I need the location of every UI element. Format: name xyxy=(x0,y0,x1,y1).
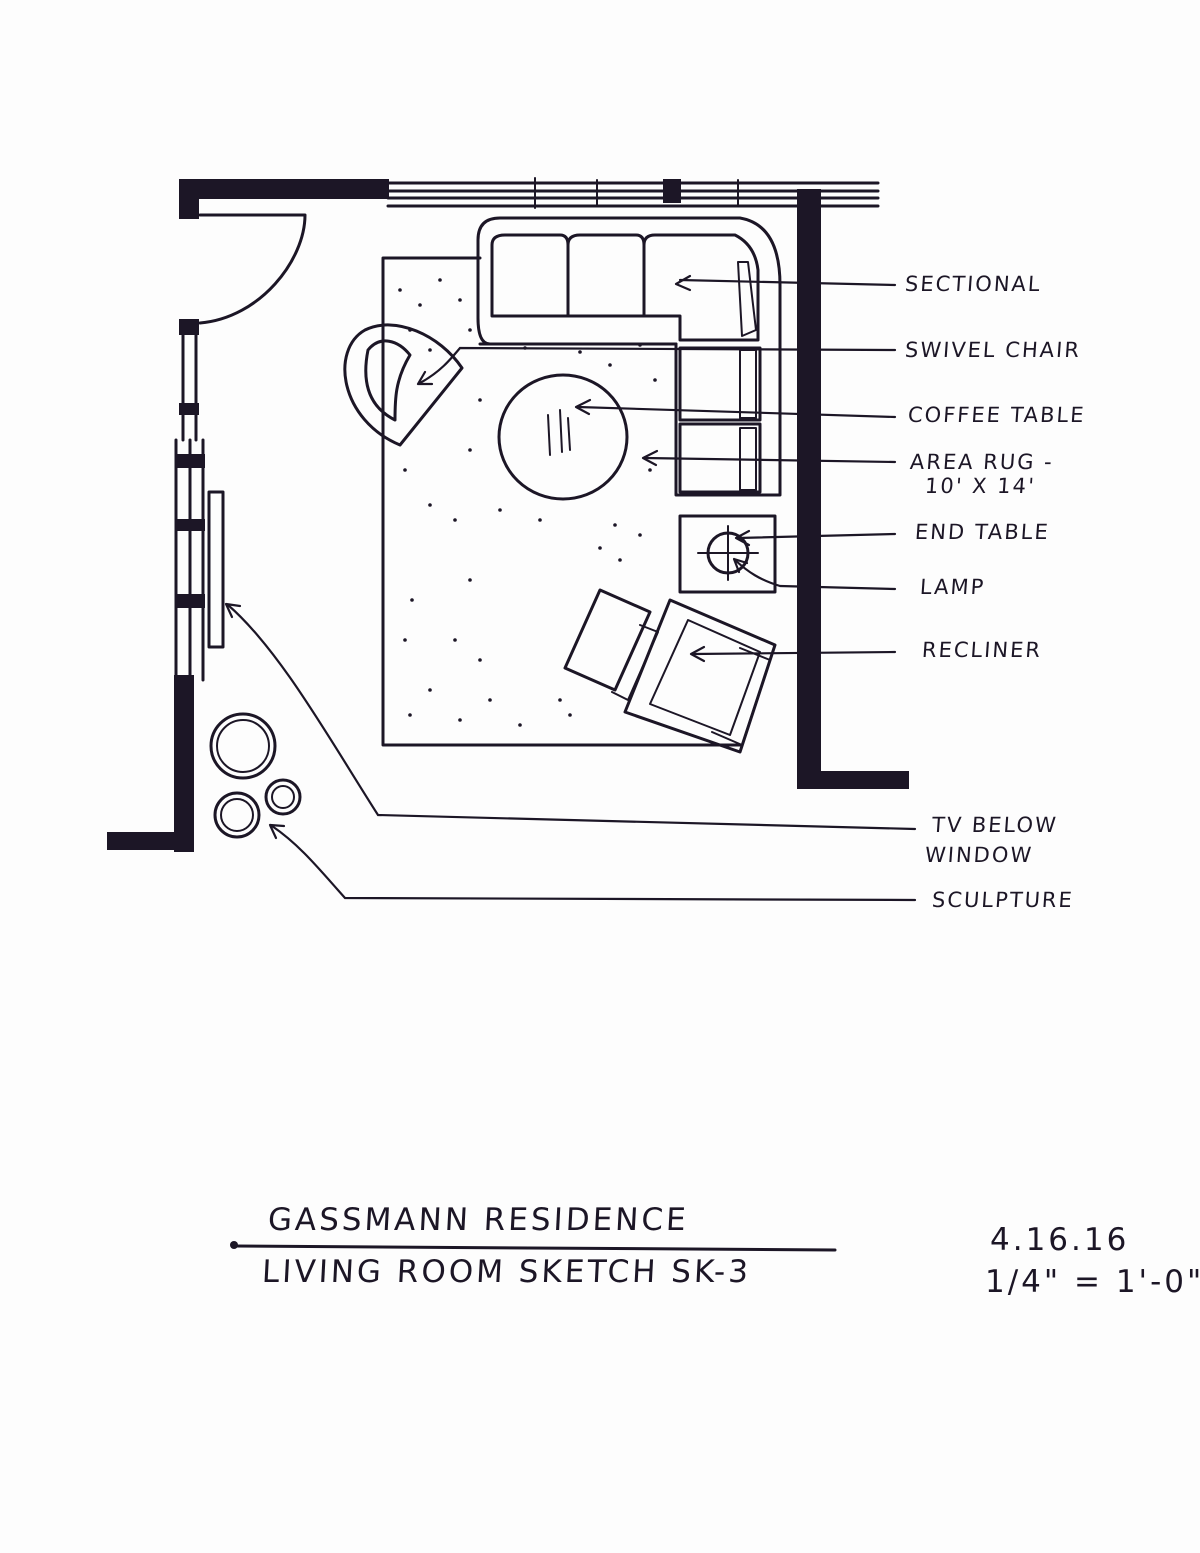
label-lamp: LAMP xyxy=(919,575,987,599)
coffee-table xyxy=(497,373,629,501)
label-end-table: END TABLE xyxy=(914,520,1051,544)
recliner xyxy=(623,598,777,754)
label-sectional: SECTIONAL xyxy=(904,272,1043,296)
label-tv-window: WINDOW xyxy=(924,843,1034,867)
label-sculpture: SCULPTURE xyxy=(931,888,1075,912)
top-wall xyxy=(179,177,880,209)
sheet-scale: 1/4" = 1'-0" xyxy=(985,1264,1200,1300)
left-wall xyxy=(107,195,205,852)
label-tv-below: TV BELOW xyxy=(931,813,1059,837)
swivel-chair xyxy=(343,323,464,447)
label-swivel-chair: SWIVEL CHAIR xyxy=(904,338,1082,362)
label-coffee-table: COFFEE TABLE xyxy=(907,403,1087,427)
end-table xyxy=(678,514,777,594)
recliner-footrest xyxy=(563,588,659,701)
sheet-title: LIVING ROOM SKETCH SK-3 xyxy=(261,1254,752,1290)
lamp xyxy=(697,525,759,581)
title-block xyxy=(230,1241,837,1252)
door-swing xyxy=(198,213,307,325)
leader-lines xyxy=(224,274,917,902)
sheet-date: 4.16.16 xyxy=(990,1222,1130,1258)
label-area-rug: AREA RUG - xyxy=(909,450,1055,474)
tv-unit xyxy=(207,490,225,649)
label-area-rug-size: 10' x 14' xyxy=(924,474,1037,498)
label-recliner: RECLINER xyxy=(921,638,1043,662)
sculpture xyxy=(209,712,302,839)
sectional-sofa xyxy=(476,216,782,497)
right-wall xyxy=(797,189,909,789)
project-title: GASSMANN RESIDENCE xyxy=(267,1202,690,1238)
area-rug xyxy=(381,256,742,747)
